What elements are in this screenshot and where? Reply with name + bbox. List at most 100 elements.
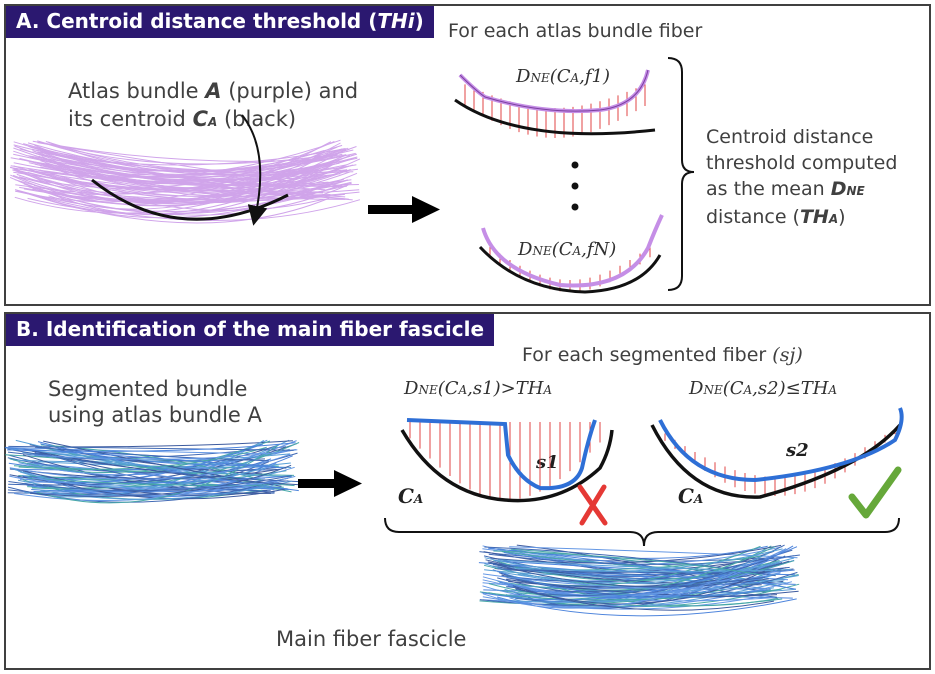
fiber-strand <box>514 587 774 611</box>
right-line3-sub: NE <box>846 184 865 198</box>
fiber-strand <box>512 570 765 605</box>
fiber-strand <box>488 553 800 565</box>
fiber-strand <box>488 583 783 607</box>
right-line4-sub: A <box>828 212 839 226</box>
formula-s1: DNE(CA,s1)>THA <box>404 378 552 399</box>
formula-bottom-args-end: ,fN) <box>581 239 617 260</box>
formula-bottom-args: (C <box>551 239 573 260</box>
fiber-strand <box>484 548 783 572</box>
fiber-strand <box>33 487 281 493</box>
fiber-strand <box>28 154 351 203</box>
fiber-strand <box>8 445 294 451</box>
panel-a-header: A. Centroid distance threshold (THi) <box>6 6 434 38</box>
formula-top-args: (C <box>549 66 571 87</box>
right-line3: as the mean DNE <box>706 176 897 204</box>
label-ca-right-sub: A <box>693 492 704 506</box>
fiber-strand <box>31 442 300 490</box>
fiber-strand <box>13 465 295 476</box>
label-ca-left-c: C <box>398 484 414 508</box>
fiber-strand <box>14 145 348 181</box>
fiber-strand <box>38 141 348 176</box>
left-line2: using atlas bundle A <box>48 403 262 427</box>
panel-a-arrow-icon <box>368 196 440 223</box>
formula-s1-sub: NE <box>418 383 438 397</box>
desc-line2-sub: A <box>207 115 218 129</box>
fiber-strand <box>8 475 292 492</box>
right-line4-post: ) <box>838 206 846 228</box>
fiber-strand <box>13 141 341 181</box>
right-line1: Centroid distance <box>706 126 874 148</box>
formula-s1-rest-sub: A <box>458 383 468 397</box>
fiber-strand <box>497 560 795 591</box>
fiber-strand <box>27 449 298 460</box>
fiber-strand <box>481 546 798 601</box>
formula-s1-d: D <box>404 378 419 399</box>
right-line4-pre: distance ( <box>706 206 800 228</box>
panel-b-header: B. Identification of the main fiber fasc… <box>6 314 495 346</box>
formula-bottom-d: D <box>518 239 533 260</box>
desc-line1-post: (purple) and <box>221 79 359 103</box>
schematic-s2 <box>650 407 904 499</box>
fiber-strand <box>19 148 354 172</box>
fiber-strand <box>28 148 343 178</box>
centroid-pointer-arrow <box>241 114 268 226</box>
main-fascicle-label: Main fiber fascicle <box>276 627 467 651</box>
formula-top-sub: NE <box>530 71 550 85</box>
fiber-strand <box>9 440 271 474</box>
formula-bottom: DNE(CA,fN) <box>518 239 616 260</box>
fiber-strand <box>18 146 338 194</box>
formula-top-args-sub: A <box>570 71 580 85</box>
fiber-strand <box>9 453 291 480</box>
formula-top: DNE(CA,f1) <box>516 66 610 87</box>
fiber-strand <box>18 440 297 476</box>
panel-a: A. Centroid distance threshold (THi) For… <box>4 4 931 306</box>
schematic-s1 <box>400 418 614 503</box>
label-ca-left: CA <box>398 484 423 508</box>
formula-s1-rest2: ,s1)>TH <box>467 378 544 399</box>
panel-b-subtitle-var: (sj) <box>772 344 803 366</box>
formula-bottom-args-sub: A <box>572 244 582 258</box>
panel-a-letter: A. <box>16 9 40 33</box>
formula-s2: DNE(CA,s2)≤THA <box>689 378 837 399</box>
fiber-strand <box>13 144 346 166</box>
panel-a-title-var: THi <box>377 9 415 33</box>
fiber-strand <box>22 470 268 496</box>
formula-top-args-end: ,f1) <box>579 66 611 87</box>
fiber-strand <box>41 154 347 193</box>
panel-a-brace <box>667 57 695 291</box>
fiber-strand <box>37 142 337 188</box>
panel-b-subtitle-pre: For each segmented fiber <box>522 344 773 366</box>
formula-s2-rest2: ,s2)≤TH <box>752 378 829 399</box>
label-ca-left-sub: A <box>413 492 424 506</box>
formula-bottom-sub: NE <box>532 244 552 258</box>
formula-s2-d: D <box>689 378 704 399</box>
formula-s2-rest2-sub: A <box>828 383 838 397</box>
fiber-strand <box>15 184 360 201</box>
panel-b-title: Identification of the main fiber fascicl… <box>45 317 485 341</box>
panel-b-subtitle: For each segmented fiber (sj) <box>522 344 803 366</box>
fiber-strand <box>37 441 299 492</box>
desc-line2-var: C <box>192 107 208 131</box>
right-line3-var: D <box>830 178 847 200</box>
fiber-strand <box>6 442 296 452</box>
panel-a-desc-line1: Atlas bundle A (purple) and <box>68 78 358 104</box>
fiber-strand <box>482 561 766 609</box>
fiber-strand <box>512 545 768 559</box>
panel-b-brace <box>384 517 900 547</box>
desc-line2-post: (black) <box>217 107 297 131</box>
main-fascicle-fibers <box>478 544 800 617</box>
ellipsis-dots-icon <box>571 161 579 211</box>
formula-s2-rest-sub: A <box>743 383 753 397</box>
label-s2: s2 <box>786 440 809 461</box>
panel-b-letter: B. <box>16 317 39 341</box>
formula-s1-rest: (C <box>437 378 459 399</box>
panel-a-desc-line2: its centroid CA (black) <box>68 106 296 135</box>
atlas-bundle-fibers <box>9 139 361 224</box>
segmented-bundle-fibers <box>4 439 300 504</box>
fiber-strand <box>482 573 764 590</box>
panel-b-arrow-icon <box>298 470 362 497</box>
panel-a-subtitle: For each atlas bundle fiber <box>448 20 703 42</box>
fiber-strand <box>15 169 348 204</box>
fiber-strand <box>493 550 763 576</box>
